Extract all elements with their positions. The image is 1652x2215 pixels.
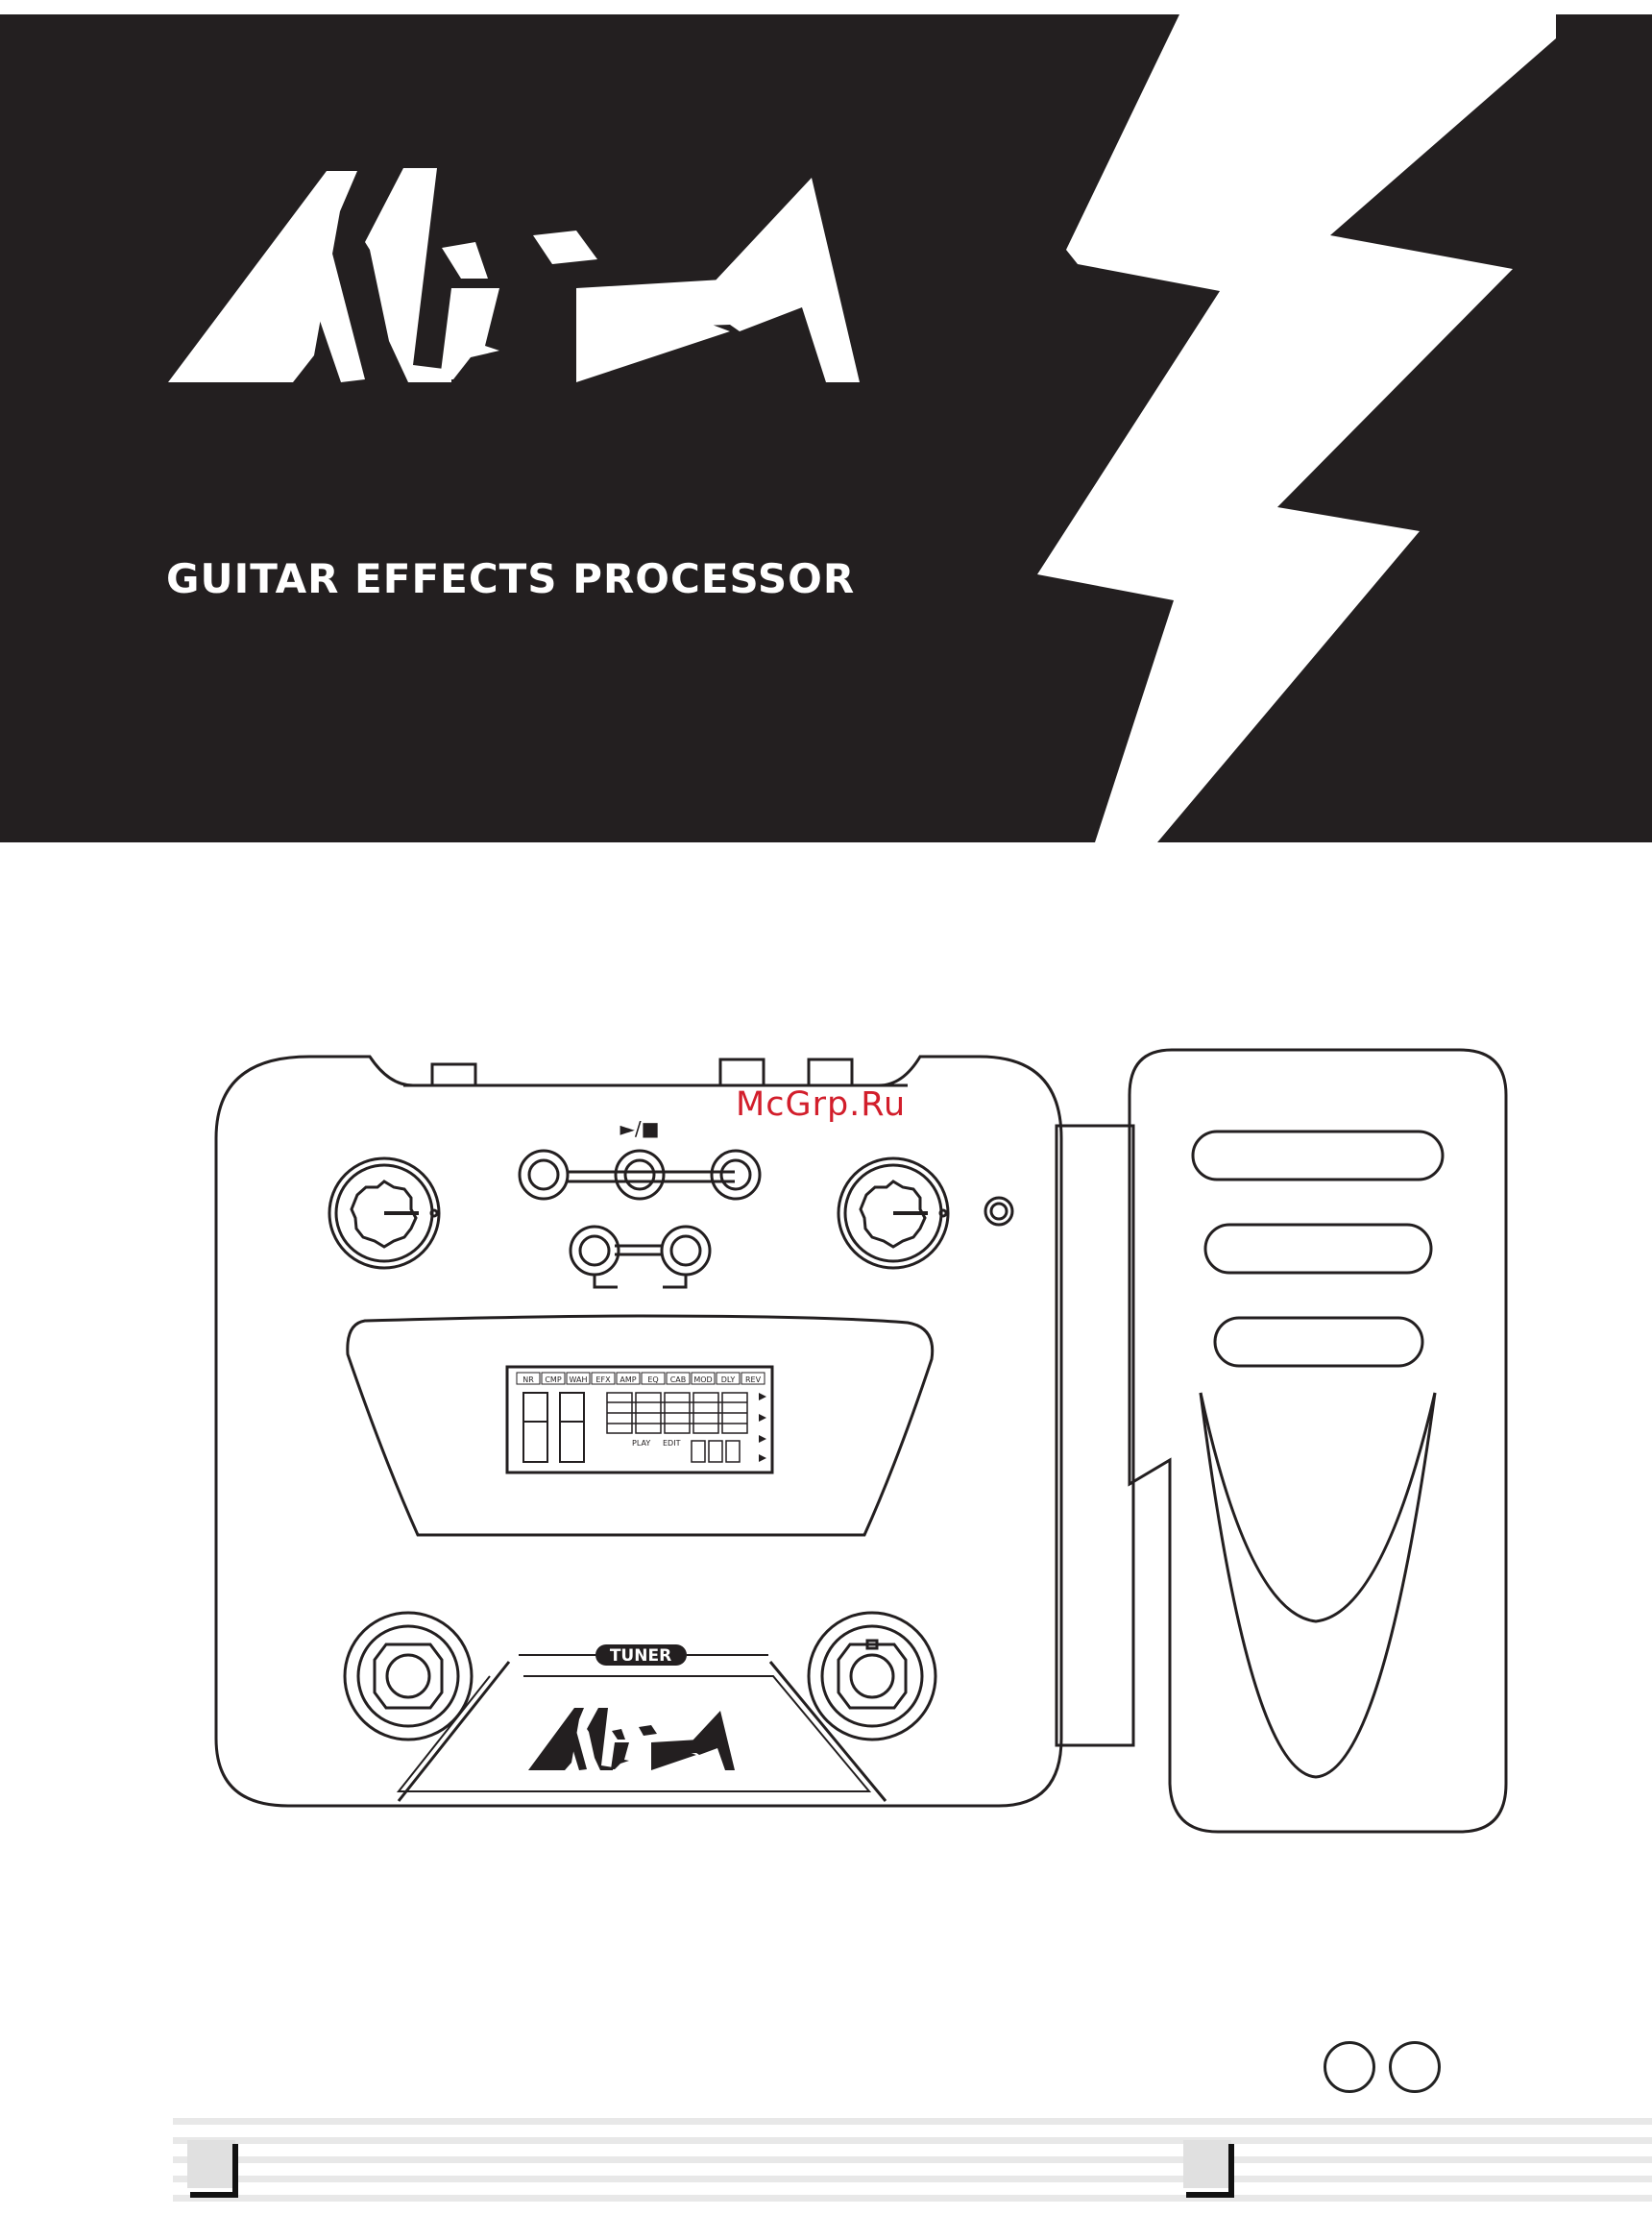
tuner-label: TUNER: [610, 1646, 671, 1666]
lcd-seg: WAH: [570, 1375, 588, 1384]
lcd-seg: EQ: [647, 1375, 658, 1384]
button-row-bottom: [571, 1227, 710, 1287]
lcd-seg: CAB: [670, 1375, 687, 1384]
lcd-seg: REV: [745, 1375, 762, 1384]
lcd-seg: MOD: [693, 1375, 712, 1384]
language-circles: [1324, 2041, 1441, 2094]
play-stop-label: ►/■: [620, 1117, 659, 1140]
lcd-edit-label: EDIT: [663, 1439, 681, 1448]
circle-icon: [1389, 2041, 1441, 2093]
lcd-seg: NR: [522, 1375, 534, 1384]
device-muza-logo: [528, 1708, 735, 1770]
lcd-play-label: PLAY: [632, 1439, 650, 1448]
led-icon: [985, 1198, 1012, 1225]
lcd-display: NR CMP WAH EFX AMP EQ CAB MOD DLY REV: [507, 1367, 772, 1473]
button-row-top: [520, 1151, 760, 1199]
corner-bracket-icon: [187, 2140, 235, 2195]
lcd-seg: DLY: [721, 1375, 736, 1384]
device-illustration: NR CMP WAH EFX AMP EQ CAB MOD DLY REV: [0, 0, 1652, 1921]
watermark: McGrp.Ru: [736, 1085, 906, 1124]
lcd-seg: CMP: [545, 1375, 561, 1384]
corner-bracket-icon: [1183, 2140, 1231, 2195]
footswitch-icon: [345, 1613, 472, 1740]
expression-pedal-icon: [1130, 1050, 1506, 1832]
footswitch-icon: [809, 1613, 935, 1740]
lcd-seg: AMP: [620, 1375, 636, 1384]
circle-icon: [1324, 2041, 1375, 2093]
knob-icon: [329, 1158, 439, 1268]
pedal-hinge: [1057, 1126, 1133, 1745]
lcd-seg: EFX: [595, 1375, 611, 1384]
knob-icon: [838, 1158, 948, 1268]
